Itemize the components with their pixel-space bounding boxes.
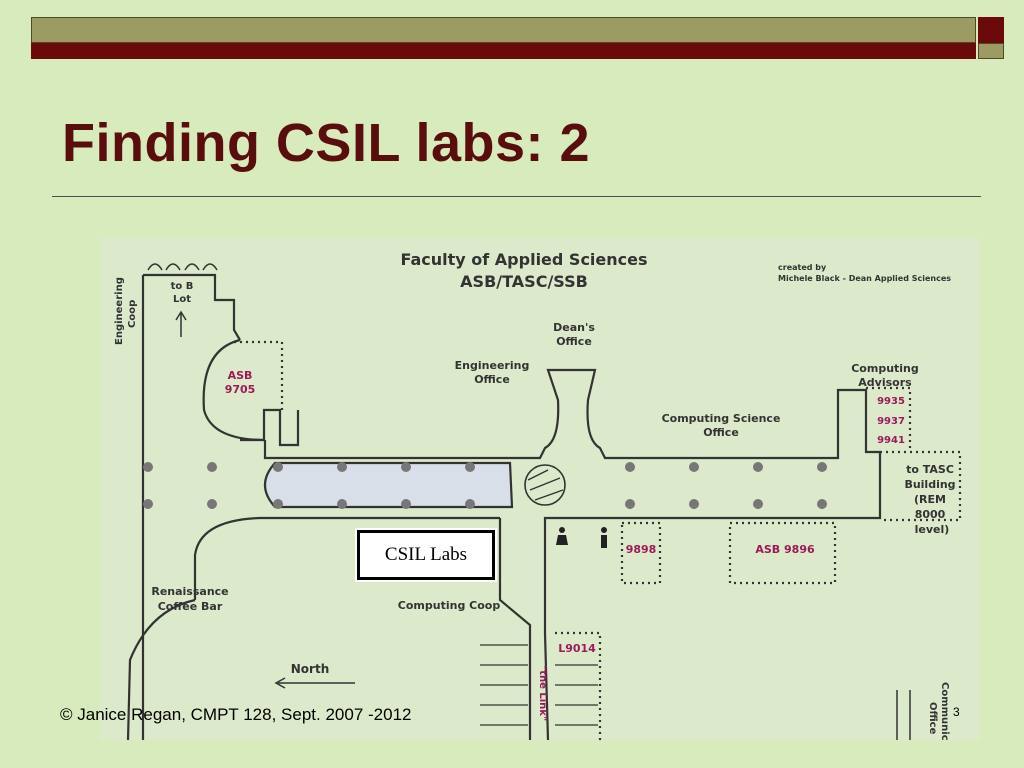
label-to-tasc-3: (REM — [914, 493, 946, 506]
label-cs-office-1: Computing Science — [662, 412, 781, 425]
label-north: North — [291, 662, 329, 676]
label-asb-9705-2: 9705 — [225, 383, 256, 396]
label-communications-1: Communica — [939, 682, 950, 740]
label-computing-coop: Computing Coop — [398, 599, 501, 612]
label-to-b-lot-2: Lot — [173, 294, 191, 305]
map-credit-line2: Michele Black - Dean Applied Sciences — [778, 274, 951, 283]
label-to-b-lot-1: to B — [171, 281, 194, 292]
label-to-tasc-2: Building — [904, 478, 955, 491]
slide-footer: © Janice Regan, CMPT 128, Sept. 2007 -20… — [60, 705, 412, 724]
label-room-9935: 9935 — [877, 396, 905, 407]
floor-map-drawing: Faculty of Applied Sciences ASB/TASC/SSB… — [114, 250, 962, 747]
label-communications-2: Office — [927, 702, 938, 735]
label-room-9941: 9941 — [877, 435, 905, 446]
label-to-tasc-4: 8000 — [915, 508, 946, 521]
label-to-tasc-5: level) — [915, 523, 950, 536]
map-heading-line2: ASB/TASC/SSB — [460, 272, 588, 291]
label-room-9898: 9898 — [626, 543, 657, 556]
label-to-tasc-1: to TASC — [906, 463, 954, 476]
label-renaissance-1: Renaissance — [151, 585, 228, 598]
label-engineering-coop-1: Engineering — [114, 277, 125, 345]
label-renaissance-2: Coffee Bar — [158, 600, 223, 613]
label-deans-office-1: Dean's — [553, 321, 595, 334]
header-band-olive — [31, 17, 976, 43]
slide-title: Finding CSIL labs: 2 — [62, 113, 591, 173]
label-computing-advisors-1: Computing — [851, 362, 919, 375]
csil-labs-callout: CSIL Labs — [357, 530, 495, 580]
label-engineering-office-2: Office — [474, 373, 510, 386]
label-deans-office-2: Office — [556, 335, 592, 348]
map-heading-line1: Faculty of Applied Sciences — [400, 250, 647, 269]
map-credit-line1: created by — [778, 263, 827, 272]
floor-map: Faculty of Applied Sciences ASB/TASC/SSB… — [100, 238, 980, 747]
label-asb-9705-1: ASB — [228, 369, 253, 382]
label-room-9937: 9937 — [877, 416, 905, 427]
label-computing-advisors-2: Advisors — [858, 376, 912, 389]
label-engineering-coop-2: Coop — [127, 300, 138, 328]
corner-square-olive — [978, 43, 1004, 59]
label-cs-office-2: Office — [703, 426, 739, 439]
corner-square-maroon — [978, 17, 1004, 43]
label-asb-9896: ASB 9896 — [755, 543, 815, 556]
header-band-maroon — [31, 43, 976, 59]
title-divider — [52, 196, 981, 197]
label-engineering-office-1: Engineering — [455, 359, 530, 372]
label-the-link: "the Link" — [537, 665, 548, 721]
slide-page-number: 3 — [953, 705, 960, 719]
label-l9014: L9014 — [558, 642, 596, 655]
